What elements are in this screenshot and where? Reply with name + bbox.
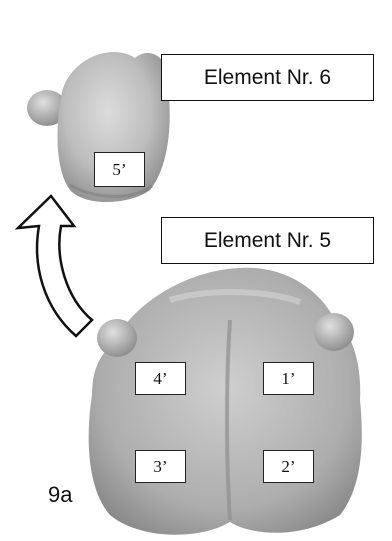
- callout-element-6: Element Nr. 6: [161, 54, 374, 101]
- part-label-3: 3’: [135, 450, 186, 483]
- element-5-shape: [88, 267, 362, 535]
- callout-element-5: Element Nr. 5: [161, 217, 374, 264]
- part-label-1: 1’: [263, 362, 314, 395]
- part-label-4: 4’: [135, 362, 186, 395]
- part-label-2: 2’: [263, 450, 314, 483]
- part-label-5: 5’: [94, 152, 145, 187]
- curved-arrow: [14, 194, 94, 338]
- figure-label: 9a: [48, 482, 73, 507]
